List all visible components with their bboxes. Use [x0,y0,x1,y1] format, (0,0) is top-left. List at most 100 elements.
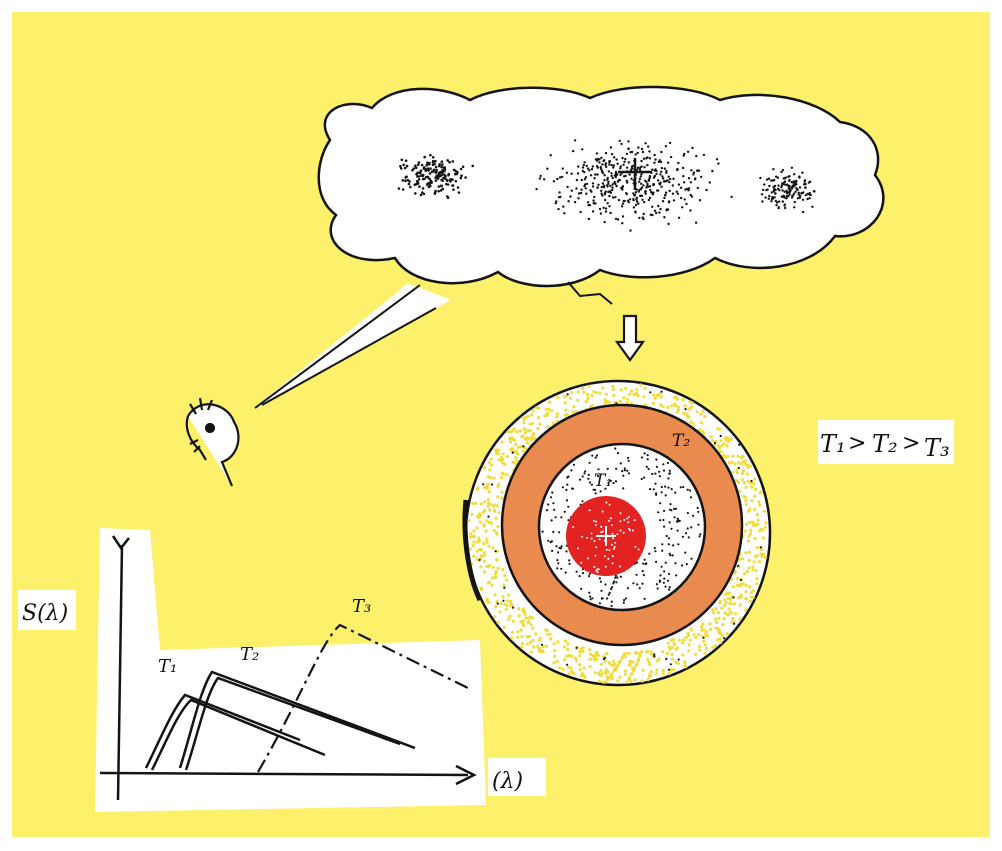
speckle [423,156,426,159]
speckle [611,183,613,185]
speckle [759,177,761,179]
speckle [452,184,455,187]
speckle [578,663,581,666]
speckle [567,200,569,202]
speckle [716,158,718,160]
speckle [622,215,624,217]
speckle [467,519,470,522]
speckle [641,669,644,672]
speckle [530,438,533,441]
speckle [556,640,559,643]
speckle [648,663,651,666]
speckle [668,646,671,649]
speckle [717,444,720,447]
speckle [655,458,657,460]
speckle [628,161,630,163]
speckle [806,198,808,200]
speckle [682,638,685,641]
speckle [654,158,656,160]
speckle [628,472,630,474]
speckle [616,576,618,578]
speckle [649,157,651,159]
speckle [570,173,572,175]
speckle [592,185,594,187]
speckle [682,536,684,538]
speckle [598,680,601,683]
speckle [660,186,662,188]
speckle [651,169,653,171]
ring-label-T1: T₁ [594,471,612,491]
speckle [569,667,572,670]
speckle [698,648,701,651]
speckle [646,156,648,158]
speckle [706,634,709,637]
speckle [761,193,763,195]
speckle [668,181,670,183]
speckle [469,547,472,550]
speckle [590,404,593,407]
speckle [558,666,561,669]
speckle [782,196,784,198]
speckle [791,167,793,169]
speckle [746,473,749,476]
speckle [606,652,609,655]
speckle [731,617,734,620]
speckle [628,460,630,462]
speckle [632,199,634,201]
speckle [615,173,617,175]
speckle [650,670,653,673]
speckle [522,418,525,421]
curve-label-T2: T₂ [240,644,259,665]
speckle [709,628,712,631]
speckle [630,178,632,180]
speckle [506,455,509,458]
speckle [676,169,678,171]
speckle [640,165,642,167]
speckle [641,148,643,150]
speckle [641,186,643,188]
speckle [613,663,616,666]
speckle [623,200,625,202]
speckle [654,550,656,552]
speckle [588,648,591,651]
speckle [604,193,606,195]
speckle [612,537,614,539]
speckle [626,518,628,520]
speckle [604,555,606,557]
speckle [642,563,644,565]
speckle [614,546,616,548]
speckle [747,480,750,483]
speckle [654,168,656,170]
speckle [766,178,768,180]
speckle [688,536,690,538]
speckle [635,388,638,391]
concentric-temperature-rings-icon: T₁ T₂ [465,381,770,685]
speckle [748,585,751,588]
speckle [710,435,713,438]
speckle [551,492,553,494]
speckle [711,439,714,442]
speckle [643,477,645,479]
speckle [619,167,621,169]
speckle [690,181,692,183]
speckle [788,187,790,189]
speckle [597,184,599,186]
speckle [624,387,627,390]
speckle [610,175,612,177]
speckle [652,394,655,397]
speckle [660,395,663,398]
speckle [692,422,695,425]
speckle [470,513,473,516]
speckle [487,565,490,568]
speckle [670,528,672,530]
speckle [715,621,718,624]
speckle [663,582,665,584]
speckle [553,509,555,511]
speckle [681,564,683,566]
speckle [670,663,672,665]
speckle [567,672,570,675]
speckle [418,178,421,181]
speckle [813,190,815,192]
speckle [583,161,585,163]
speckle [699,533,701,535]
